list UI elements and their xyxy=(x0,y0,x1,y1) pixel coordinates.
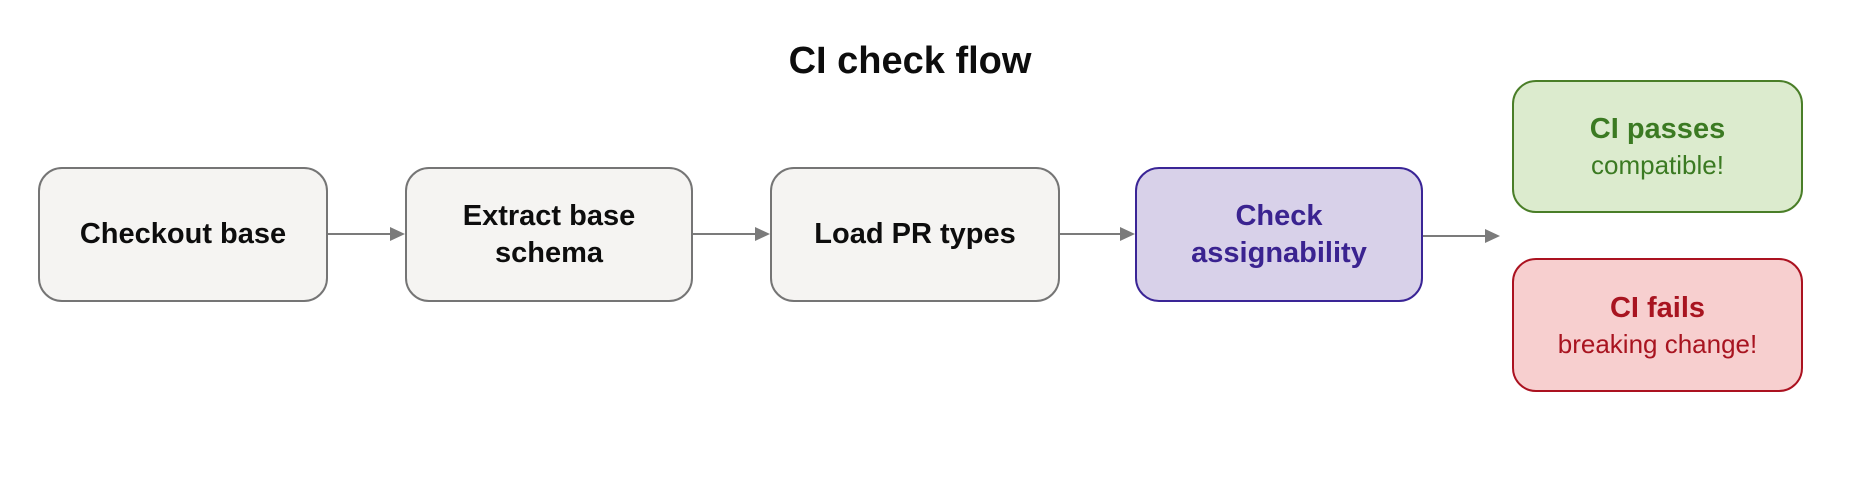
node-checkout-base: Checkout base xyxy=(38,167,328,302)
node-label: CI passes xyxy=(1589,113,1726,146)
node-load-pr-types: Load PR types xyxy=(770,167,1060,302)
arrow-head-icon xyxy=(390,227,405,241)
node-ci-fails: CI fails breaking change! xyxy=(1512,258,1803,392)
node-label: CI fails xyxy=(1609,291,1706,324)
arrow-shaft xyxy=(1060,233,1122,235)
arrow-head-icon xyxy=(1120,227,1135,241)
arrow-extract-to-load xyxy=(693,227,770,241)
arrow-shaft xyxy=(693,233,757,235)
node-label: Check assignability xyxy=(1191,200,1367,269)
node-label: Load PR types xyxy=(814,218,1016,251)
arrow-load-to-check xyxy=(1060,227,1135,241)
arrow-head-icon xyxy=(1485,229,1500,243)
node-sublabel: breaking change! xyxy=(1557,328,1758,359)
arrow-check-to-outcomes xyxy=(1423,229,1500,243)
node-label: Checkout base xyxy=(79,218,287,251)
diagram-title: CI check flow xyxy=(788,40,1032,82)
arrow-head-icon xyxy=(755,227,770,241)
arrow-checkout-to-extract xyxy=(328,227,405,241)
arrow-shaft xyxy=(1423,235,1487,237)
node-check-assignability: Check assignability xyxy=(1135,167,1423,302)
node-extract-base-schema: Extract base schema xyxy=(405,167,693,302)
node-ci-passes: CI passes compatible! xyxy=(1512,80,1803,213)
arrow-shaft xyxy=(328,233,392,235)
node-sublabel: compatible! xyxy=(1591,150,1724,181)
node-label: Extract base schema xyxy=(462,200,636,269)
